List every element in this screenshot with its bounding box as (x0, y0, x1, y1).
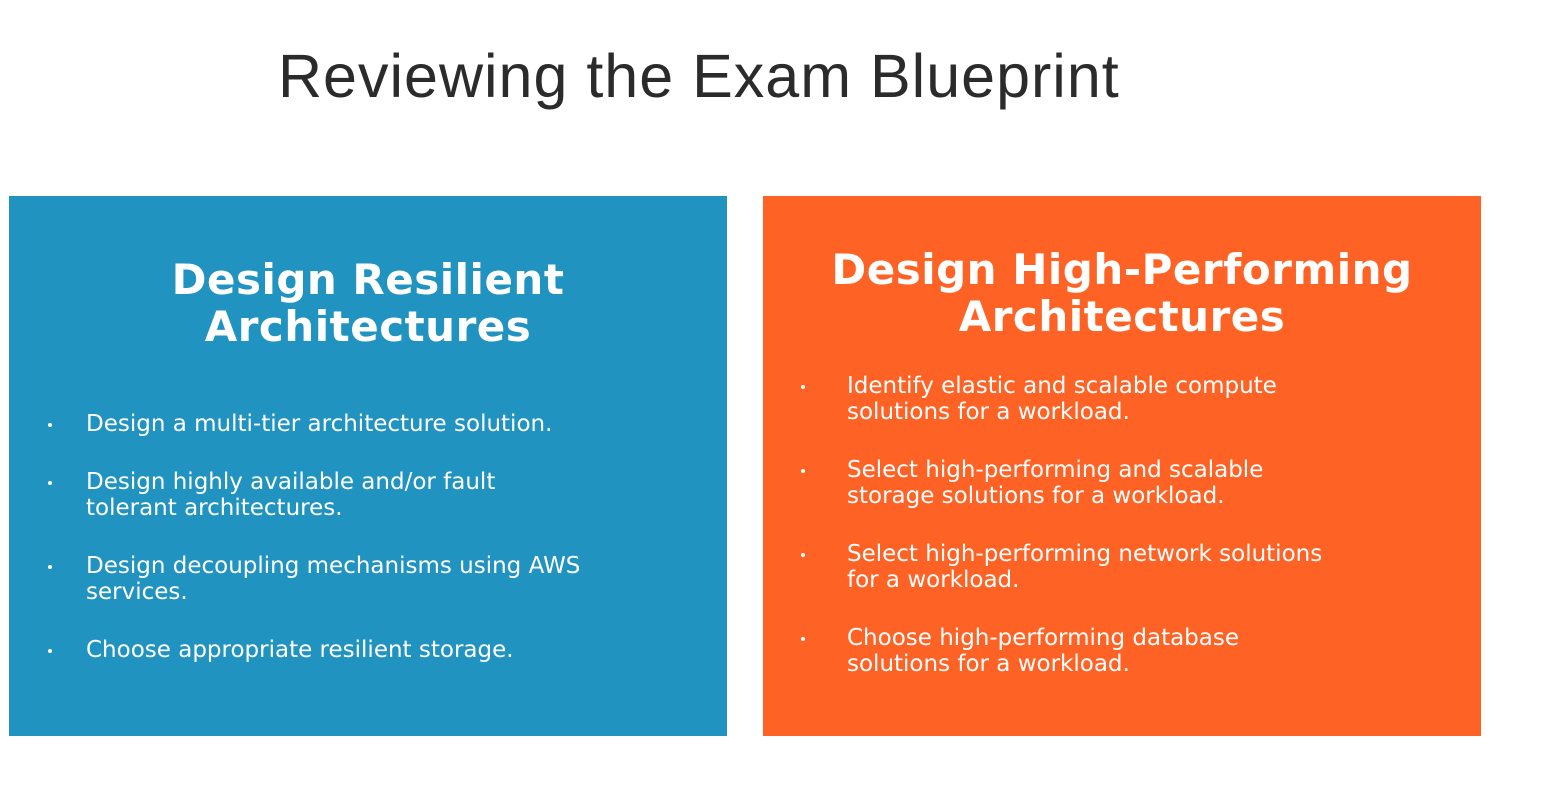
slide-title: Reviewing the Exam Blueprint (278, 42, 1120, 110)
panel-heading: Design Resilient Architectures (171, 255, 565, 351)
bullet-list: Identify elastic and scalable compute so… (763, 373, 1322, 709)
list-item-text: Select high-performing network solutions… (847, 541, 1323, 593)
bullet-dot-icon (801, 385, 805, 389)
list-item: Design highly available and/or fault tol… (9, 469, 580, 521)
list-item: Choose high-performing database solution… (763, 625, 1322, 677)
bullet-dot-icon (48, 481, 52, 485)
list-item: Design decoupling mechanisms using AWS s… (9, 553, 580, 605)
list-item-text: Select high-performing and scalable stor… (847, 457, 1264, 509)
list-item: Select high-performing and scalable stor… (763, 457, 1322, 509)
list-item: Design a multi-tier architecture solutio… (9, 411, 580, 437)
list-item: Identify elastic and scalable compute so… (763, 373, 1322, 425)
list-item-text: Design decoupling mechanisms using AWS s… (86, 553, 581, 605)
bullet-dot-icon (48, 649, 52, 653)
list-item: Select high-performing network solutions… (763, 541, 1322, 593)
list-item: Choose appropriate resilient storage. (9, 637, 580, 663)
panel-heading: Design High-Performing Architectures (831, 245, 1413, 341)
list-item-text: Design a multi-tier architecture solutio… (86, 411, 553, 437)
bullet-list: Design a multi-tier architecture solutio… (9, 411, 580, 695)
bullet-dot-icon (801, 469, 805, 473)
resilient-architectures-panel: Design Resilient Architectures Design a … (9, 196, 727, 736)
bullet-dot-icon (48, 565, 52, 569)
high-performing-architectures-panel: Design High-Performing Architectures Ide… (763, 196, 1481, 736)
list-item-text: Choose high-performing database solution… (847, 625, 1240, 677)
list-item-text: Design highly available and/or fault tol… (86, 469, 496, 521)
bullet-dot-icon (801, 637, 805, 641)
list-item-text: Choose appropriate resilient storage. (86, 637, 514, 663)
list-item-text: Identify elastic and scalable compute so… (847, 373, 1277, 425)
bullet-dot-icon (801, 553, 805, 557)
bullet-dot-icon (48, 423, 52, 427)
